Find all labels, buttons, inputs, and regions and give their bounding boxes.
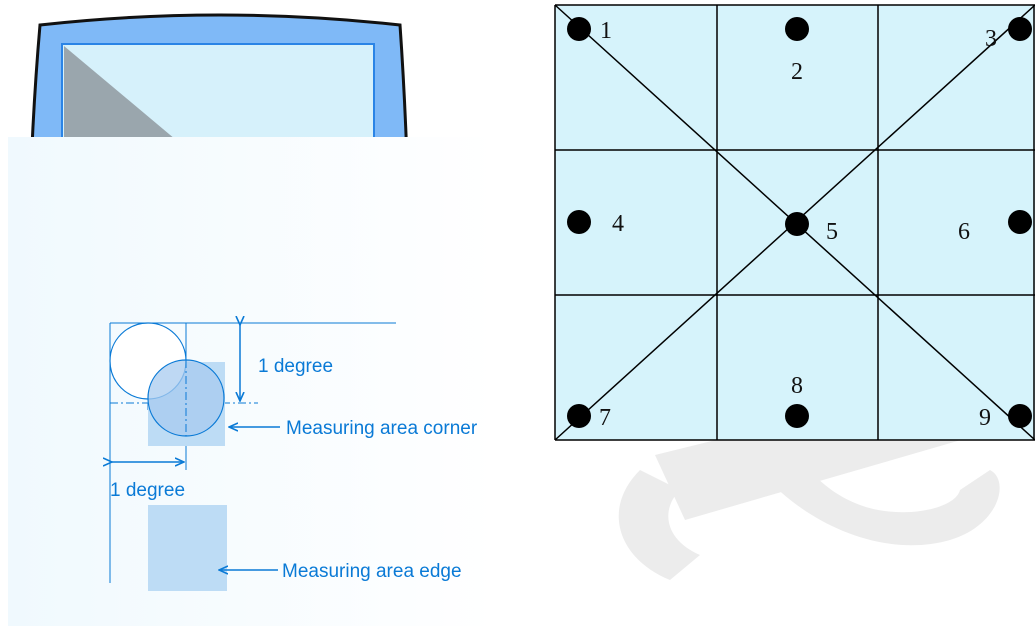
point-label-7: 7 bbox=[599, 405, 611, 431]
measuring-area-detail: 1 degree 1 degree Measuring area corner … bbox=[110, 323, 478, 591]
point-label-1: 1 bbox=[600, 18, 612, 44]
point-label-2: 2 bbox=[791, 59, 803, 85]
corner-area-label: Measuring area corner bbox=[286, 418, 478, 439]
point-2 bbox=[785, 17, 809, 41]
detail-panel bbox=[8, 137, 495, 626]
point-label-6: 6 bbox=[958, 219, 970, 245]
point-label-8: 8 bbox=[791, 373, 803, 399]
point-label-4: 4 bbox=[612, 211, 624, 237]
point-labels: 1 2 3 4 5 6 7 8 9 bbox=[599, 18, 997, 431]
point-label-9: 9 bbox=[979, 405, 991, 431]
point-label-5: 5 bbox=[826, 219, 838, 245]
point-7 bbox=[567, 404, 591, 428]
edge-area-label: Measuring area edge bbox=[282, 561, 462, 582]
measurement-points bbox=[567, 17, 1032, 428]
horizontal-dimension-label: 1 degree bbox=[110, 480, 185, 501]
point-4 bbox=[567, 210, 591, 234]
point-9 bbox=[1008, 404, 1032, 428]
nine-point-grid: 1 2 3 4 5 6 7 8 9 bbox=[554, 4, 1035, 441]
point-1 bbox=[567, 17, 591, 41]
vertical-dimension-label: 1 degree bbox=[258, 356, 333, 377]
point-6 bbox=[1008, 210, 1032, 234]
point-8 bbox=[785, 404, 809, 428]
point-label-3: 3 bbox=[985, 26, 997, 52]
point-3 bbox=[1008, 17, 1032, 41]
edge-area-square bbox=[148, 505, 227, 591]
point-5 bbox=[785, 212, 809, 236]
